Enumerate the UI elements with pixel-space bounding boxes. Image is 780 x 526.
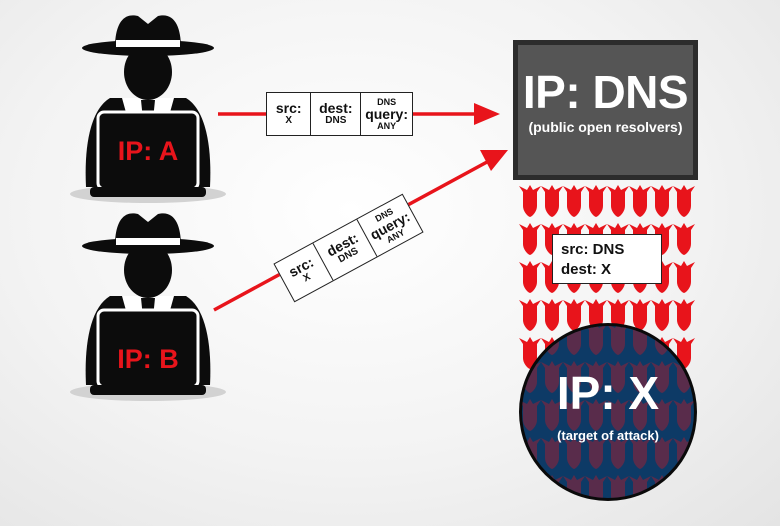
resolver-title: IP: DNS xyxy=(522,66,689,118)
packet-dest-value: DNS xyxy=(325,115,347,126)
bomb-icon xyxy=(629,299,651,331)
query-packet-a: src: X dest: DNS DNS query: ANY xyxy=(266,92,413,136)
packet-type-cell: DNS query: ANY xyxy=(361,93,412,135)
bomb-icon xyxy=(519,185,541,217)
packet-type-value: ANY xyxy=(377,121,397,131)
bomb-icon xyxy=(673,475,694,498)
bomb-icon xyxy=(585,185,607,217)
bomb-icon xyxy=(673,223,695,255)
bomb-icon xyxy=(519,261,541,293)
target-subtitle: (target of attack) xyxy=(557,428,659,443)
response-src: src: DNS xyxy=(561,241,625,258)
hacker-icon xyxy=(68,13,228,205)
bomb-icon xyxy=(629,185,651,217)
response-packet: src: DNS dest: X xyxy=(552,234,662,284)
packet-type-label: query: xyxy=(365,106,408,122)
packet-src-value: X xyxy=(301,271,313,285)
packet-dest-label: dest: xyxy=(319,100,353,116)
bomb-icon xyxy=(519,299,541,331)
bomb-icon xyxy=(651,185,673,217)
attacker-b-ip-label: IP: B xyxy=(117,344,179,374)
dns-resolver-box: IP: DNS (public open resolvers) xyxy=(513,40,698,180)
packet-type-top: DNS xyxy=(377,97,397,107)
bomb-icon xyxy=(519,223,541,255)
target-title: IP: X xyxy=(556,367,660,419)
target-circle xyxy=(519,323,697,501)
packet-src-label: src: xyxy=(275,100,302,116)
attacker-a-ip-label: IP: A xyxy=(118,136,179,166)
bomb-icon xyxy=(607,185,629,217)
packet-dest-cell: dest: DNS xyxy=(311,93,362,135)
bomb-icon xyxy=(563,185,585,217)
bomb-icon xyxy=(673,185,695,217)
attacker-b: IP: B xyxy=(68,211,228,403)
attacker-a: IP: A xyxy=(68,13,228,205)
bomb-icon xyxy=(673,299,695,331)
packet-src-cell: src: X xyxy=(267,93,312,135)
resolver-subtitle: (public open resolvers) xyxy=(528,119,683,135)
packet-src-value: X xyxy=(285,115,293,126)
bomb-icon xyxy=(563,299,585,331)
bomb-icon xyxy=(522,475,541,498)
bomb-icon xyxy=(673,261,695,293)
bomb-icon xyxy=(541,299,563,331)
bomb-icon xyxy=(541,185,563,217)
response-dest: dest: X xyxy=(561,261,612,278)
bomb-icon xyxy=(651,299,673,331)
